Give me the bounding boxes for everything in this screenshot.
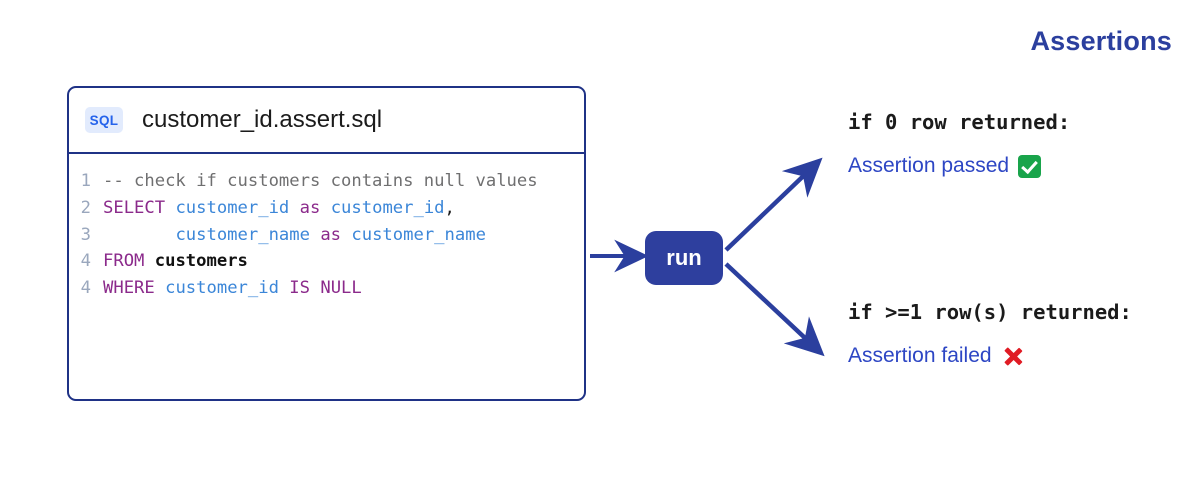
code-text: SELECT customer_id as customer_id, — [103, 197, 455, 218]
run-to-fail-arrow — [724, 262, 825, 357]
code-line: 1 -- check if customers contains null val… — [69, 168, 584, 195]
line-number: 4 — [80, 251, 91, 272]
outcome-fail: if >=1 row(s) returned: Assertion failed — [848, 300, 1132, 368]
code-line: 4 WHERE customer_id IS NULL — [69, 275, 584, 302]
code-text: customer_name as customer_name — [175, 224, 486, 245]
code-text: WHERE customer_id IS NULL — [103, 278, 362, 299]
sql-card-header: SQL customer_id.assert.sql — [69, 88, 584, 154]
cross-mark-icon — [1001, 345, 1024, 368]
line-number: 1 — [80, 171, 91, 191]
pass-result: Assertion passed — [848, 154, 1070, 178]
sql-file-card: SQL customer_id.assert.sql 1 -- check if … — [67, 86, 586, 401]
line-number: 3 — [80, 224, 91, 245]
sql-filename: customer_id.assert.sql — [142, 106, 383, 133]
sql-code-editor[interactable]: 1 -- check if customers contains null val… — [69, 154, 584, 302]
fail-result-label: Assertion failed — [848, 344, 992, 367]
code-text: FROM customers — [103, 251, 248, 272]
pass-result-label: Assertion passed — [848, 154, 1010, 177]
page-title: Assertions — [1030, 26, 1172, 56]
run-to-pass-arrow — [724, 157, 823, 252]
fail-condition-label: if >=1 row(s) returned: — [848, 300, 1132, 324]
run-button[interactable]: run — [645, 231, 723, 285]
outcome-pass: if 0 row returned: Assertion passed — [848, 110, 1070, 178]
code-line: 2 SELECT customer_id as customer_id, — [69, 195, 584, 222]
code-line: 4 FROM customers — [69, 248, 584, 275]
code-line: 3 customer_name as customer_name — [69, 222, 584, 249]
sql-language-badge: SQL — [85, 107, 123, 133]
line-number: 4 — [80, 278, 91, 299]
white-check-mark-icon — [1018, 154, 1042, 178]
fail-result: Assertion failed — [848, 344, 1132, 368]
code-text: -- check if customers contains null valu… — [103, 171, 538, 191]
pass-condition-label: if 0 row returned: — [848, 110, 1071, 134]
line-number: 2 — [80, 197, 91, 218]
